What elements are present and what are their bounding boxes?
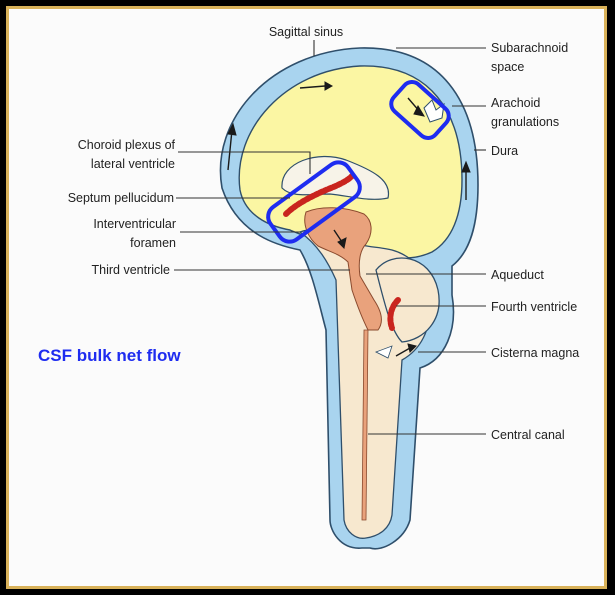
label-choroid-line2: lateral ventricle (91, 157, 175, 171)
label-interventricular-line2: foramen (130, 236, 176, 250)
label-arachoid-line2: granulations (491, 115, 559, 129)
label-fourth-ventricle: Fourth ventricle (491, 300, 577, 314)
label-cisterna-magna: Cisterna magna (491, 346, 579, 360)
label-septum: Septum pellucidum (68, 191, 174, 205)
label-third-ventricle: Third ventricle (92, 263, 171, 277)
csf-flow-annotation: CSF bulk net flow (38, 346, 181, 365)
label-subarachnoid-line2: space (491, 60, 524, 74)
label-aqueduct: Aqueduct (491, 268, 544, 282)
label-sagittal-sinus: Sagittal sinus (269, 25, 343, 39)
label-subarachnoid-line1: Subarachnoid (491, 41, 568, 55)
label-choroid-line1: Choroid plexus of (78, 138, 176, 152)
label-arachoid-line1: Arachoid (491, 96, 540, 110)
label-central-canal: Central canal (491, 428, 565, 442)
label-interventricular-line1: Interventricular (93, 217, 176, 231)
label-dura: Dura (491, 144, 518, 158)
